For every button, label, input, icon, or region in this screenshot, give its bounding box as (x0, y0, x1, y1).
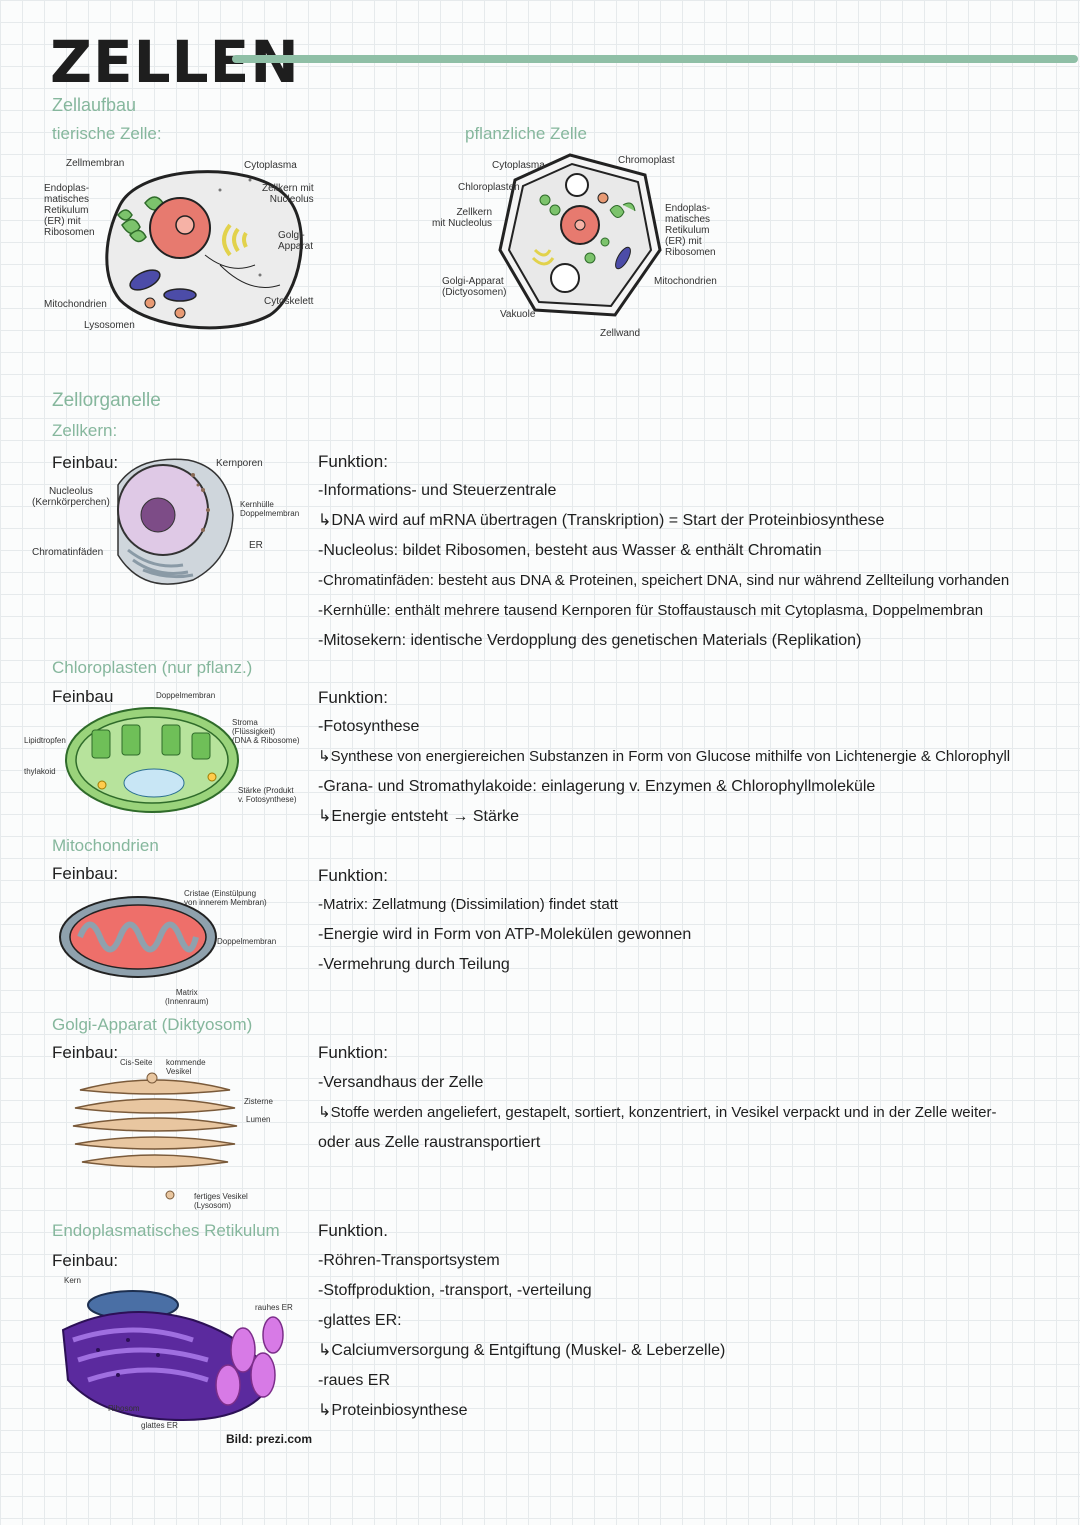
list-item: ↳Calciumversorgung & Entgiftung (Muskel-… (318, 1342, 726, 1359)
er-label-rauhes: rauhes ER (255, 1303, 293, 1312)
label-golgi: Golgi- Apparat (278, 230, 314, 252)
label-zellkern: Zellkern mit Nucleolus (262, 183, 314, 205)
golgi-diagram (72, 1072, 238, 1200)
mitochondrion-diagram (59, 896, 217, 978)
er-feinbau-label: Feinbau: (52, 1251, 119, 1270)
list-item: -Fotosynthese (318, 718, 420, 735)
plant-label-mitochondrien: Mitochondrien (654, 276, 717, 287)
er-label-kern: Kern (64, 1276, 81, 1285)
er-diagram (61, 1290, 284, 1422)
golgi-label-kommende: kommende Vesikel (166, 1058, 206, 1076)
heading-tierische-zelle: tierische Zelle: (52, 124, 162, 143)
list-item: -raues ER (318, 1372, 391, 1389)
plant-label-zellkern: Zellkern mit Nucleolus (432, 207, 493, 229)
mito-label-matrix: Matrix (Innenraum) (165, 988, 209, 1006)
heading-chloroplasten: Chloroplasten (nur pflanz.) (52, 658, 253, 677)
chloro-label-lipidtropfen: Lipidtropfen (24, 736, 66, 745)
label-nucleolus: Nucleolus (Kernkörperchen) (32, 486, 110, 508)
chloro-feinbau-label: Feinbau (52, 687, 114, 706)
label-cytoplasma: Cytoplasma (244, 160, 297, 171)
plant-label-zellwand: Zellwand (600, 328, 641, 339)
heading-zellaufbau: Zellaufbau (52, 95, 137, 115)
zellkern-feinbau-label: Feinbau: (52, 453, 119, 472)
plant-label-cytoplasma: Cytoplasma (492, 160, 545, 171)
label-chromatinfaeden: Chromatinfäden (32, 547, 104, 558)
golgi-funktion-label: Funktion: (318, 1043, 388, 1062)
label-lysosomen: Lysosomen (84, 320, 135, 331)
title-underline (232, 55, 1078, 63)
plant-label-er: Endoplas- matisches Retikulum (ER) mit R… (665, 203, 716, 258)
mito-funktion-label: Funktion: (318, 866, 388, 885)
list-item: -Informations- und Steuerzentrale (318, 482, 557, 499)
label-er: Endoplas- matisches Retikulum (ER) mit R… (44, 183, 95, 238)
chloroplast-diagram (65, 707, 239, 813)
chloro-label-staerke: Stärke (Produkt v. Fotosynthese) (238, 786, 297, 804)
list-item: -Röhren-Transportsystem (318, 1252, 500, 1269)
list-item: ↳DNA wird auf mRNA übertragen (Transkrip… (318, 512, 885, 529)
golgi-label-cis: Cis-Seite (120, 1058, 153, 1067)
mito-label-doppelmembran: Doppelmembran (217, 937, 277, 946)
plant-label-chloroplasten: Chloroplasten (458, 182, 520, 193)
heading-er: Endoplasmatisches Retikulum (52, 1221, 280, 1240)
list-item: ↳Synthese von energiereichen Substanzen … (318, 748, 1011, 765)
list-item: ↳Proteinbiosynthese (318, 1402, 468, 1419)
plant-label-chromoplast: Chromoplast (618, 155, 675, 166)
list-item: -Energie wird in Form von ATP-Molekülen … (318, 926, 692, 943)
list-item: -glattes ER: (318, 1312, 402, 1329)
chloro-label-stroma: Stroma (Flüssigkeit) (DNA & Ribosome) (232, 718, 300, 745)
label-kernporen: Kernporen (216, 458, 263, 469)
label-er-nucleus: ER (249, 540, 263, 551)
golgi-feinbau-label: Feinbau: (52, 1043, 119, 1062)
plant-label-golgi: Golgi-Apparat (Dictyosomen) (442, 276, 507, 298)
er-funktion-list: -Röhren-Transportsystem -Stoffproduktion… (318, 1246, 1058, 1426)
label-zellmembran: Zellmembran (66, 158, 125, 169)
chloro-funktion-list: -Fotosynthese ↳Synthese von energiereich… (318, 712, 1058, 832)
label-kernhuelle: Kernhülle Doppelmembran (240, 500, 300, 518)
chloro-funktion-label: Funktion: (318, 688, 388, 707)
golgi-label-fertig: fertiges Vesikel (Lysosom) (194, 1192, 248, 1210)
list-item: ↳Energie entsteht → Stärke (318, 808, 520, 825)
list-item: -Grana- und Stromathylakoide: einlagerun… (318, 778, 876, 795)
zellkern-funktion-list: -Informations- und Steuerzentrale ↳DNA w… (318, 476, 1058, 656)
er-funktion-label: Funktion. (318, 1221, 388, 1240)
er-label-glattes: glattes ER (141, 1421, 178, 1430)
list-item: -Nucleolus: bildet Ribosomen, besteht au… (318, 542, 822, 559)
heading-golgi: Golgi-Apparat (Diktyosom) (52, 1015, 253, 1034)
list-item: -Mitosekern: identische Verdopplung des … (318, 632, 862, 649)
nucleus-diagram (117, 458, 234, 585)
plant-label-vakuole: Vakuole (500, 309, 536, 320)
chloro-label-doppelmembran: Doppelmembran (156, 691, 216, 700)
er-label-ribosom: Ribosom (108, 1404, 140, 1413)
golgi-funktion-list: -Versandhaus der Zelle ↳Stoffe werden an… (318, 1068, 1068, 1158)
label-cytoskelett: Cytoskelett (264, 296, 314, 307)
heading-zellorganelle: Zellorganelle (52, 390, 161, 411)
heading-mitochondrien: Mitochondrien (52, 836, 159, 855)
list-item: oder aus Zelle raustransportiert (318, 1134, 541, 1151)
zellkern-funktion-label: Funktion: (318, 452, 388, 471)
mito-label-cristae: Cristae (Einstülpung von innerem Membran… (184, 889, 267, 907)
heading-zellkern: Zellkern: (52, 421, 118, 440)
list-item: ↳Stoffe werden angeliefert, gestapelt, s… (318, 1104, 997, 1121)
list-item: -Kernhülle: enthält mehrere tausend Kern… (318, 602, 984, 619)
animal-cell-diagram (105, 170, 303, 330)
mito-feinbau-label: Feinbau: (52, 864, 119, 883)
golgi-label-zisterne: Zisterne (244, 1097, 273, 1106)
chloro-label-thylakoid: thylakoid (24, 767, 56, 776)
list-item: -Matrix: Zellatmung (Dissimilation) find… (318, 896, 619, 913)
list-item: -Vermehrung durch Teilung (318, 956, 510, 973)
plant-cell-diagram (498, 153, 662, 317)
heading-pflanzliche-zelle: pflanzliche Zelle (465, 124, 587, 143)
golgi-label-lumen: Lumen (246, 1115, 271, 1124)
label-mitochondrien: Mitochondrien (44, 299, 107, 310)
list-item: -Stoffproduktion, -transport, -verteilun… (318, 1282, 592, 1299)
mito-funktion-list: -Matrix: Zellatmung (Dissimilation) find… (318, 890, 1058, 980)
image-credit: Bild: prezi.com (226, 1432, 313, 1446)
list-item: -Versandhaus der Zelle (318, 1074, 484, 1091)
list-item: -Chromatinfäden: besteht aus DNA & Prote… (318, 572, 1010, 589)
